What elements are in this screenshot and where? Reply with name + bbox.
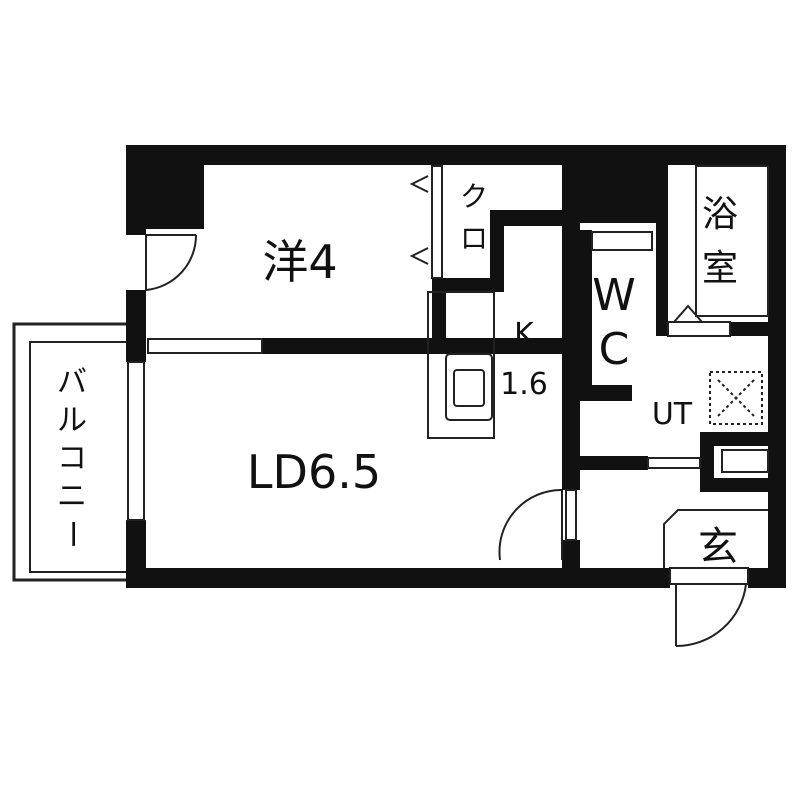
bathroom-label-line2: 室 (702, 248, 738, 289)
entrance-step (663, 509, 768, 568)
bath-door (667, 304, 731, 337)
left-wall-upper (126, 145, 146, 235)
closet-bottom-wall (490, 210, 562, 226)
ld-door-arc (498, 488, 563, 561)
kitchen-counter (427, 291, 495, 439)
center-wall-upper (562, 145, 580, 490)
balcony-label-char: ー (54, 519, 89, 549)
ld-window (127, 361, 145, 521)
bedroom-ld-opening (147, 338, 263, 354)
washer-pan-outline (709, 371, 763, 425)
bathroom-label-line1: 浴 (702, 194, 738, 235)
balcony-label-char: ニ (57, 479, 87, 514)
kitchen-label-line1: K (514, 317, 535, 352)
right-wall (768, 145, 786, 588)
center-wall-lower (562, 540, 580, 588)
entrance-door-arc (675, 583, 747, 648)
bedroom-door-arc (145, 234, 198, 291)
bath-door-frame (667, 321, 731, 337)
bedroom-ld-wall (262, 338, 578, 354)
bottom-wall-middle (578, 568, 670, 588)
walls (126, 145, 786, 588)
entrance-door-frame (669, 567, 749, 585)
kitchen-left-wall (432, 278, 446, 354)
ld-door (498, 488, 563, 561)
balcony-label-char: コ (57, 441, 87, 476)
closet-doors (409, 165, 443, 279)
center-top-wall-block (562, 145, 666, 223)
entrance-door (669, 567, 749, 648)
living-dining-label: LD6.5 (247, 445, 381, 499)
western-room-label: 洋4 (262, 235, 337, 289)
entrance-label: 玄 (698, 524, 738, 570)
ld-door-frame (565, 489, 577, 541)
closet-label-char1: ク (460, 180, 488, 213)
closet-label-char2: ロ (460, 222, 488, 255)
kitchen-label-line2: 1.6 (500, 367, 548, 402)
balcony-label-char: バ (57, 365, 87, 400)
bath-bottom-wall (730, 322, 786, 336)
ut-bottom-wall-left (580, 456, 648, 470)
bath-door-marker (673, 304, 703, 323)
left-wall-middle (126, 290, 146, 362)
bottom-wall-left (126, 568, 578, 588)
closet-kitchen-wall (432, 278, 504, 292)
washing-machine-pan (709, 371, 763, 425)
washer-pan-diagonal-2 (717, 379, 755, 417)
wc-bottom-wall (580, 385, 632, 401)
kitchen-counter-outline (427, 291, 495, 439)
ut-door-frame (647, 457, 701, 469)
closet-door-marker-lower (409, 247, 429, 265)
bath-outline (695, 165, 769, 317)
entrance-step-line (663, 509, 768, 568)
closet-door-marker-upper (409, 175, 429, 193)
toilet-label-line2: C (599, 324, 630, 375)
closet-side-wall (490, 210, 504, 290)
bath-left-wall (656, 160, 668, 336)
storage-opening (721, 449, 769, 473)
ut-storage-side-wall (700, 432, 714, 492)
closet-door-frame (431, 165, 443, 279)
top-wall (126, 145, 786, 165)
wc-left-wall (580, 230, 592, 400)
bedroom-door (145, 234, 198, 291)
utility-label: UT (652, 397, 693, 432)
ut-storage-bottom-wall (700, 478, 786, 492)
wc-opening-frame (591, 231, 653, 251)
toilet-label-line1: W (592, 270, 636, 321)
kitchen-sink (445, 353, 493, 421)
balcony-label-char: ル (57, 403, 87, 438)
ut-storage-top-wall (700, 432, 786, 446)
kitchen-sink-basin (453, 369, 485, 407)
windows (127, 165, 769, 541)
